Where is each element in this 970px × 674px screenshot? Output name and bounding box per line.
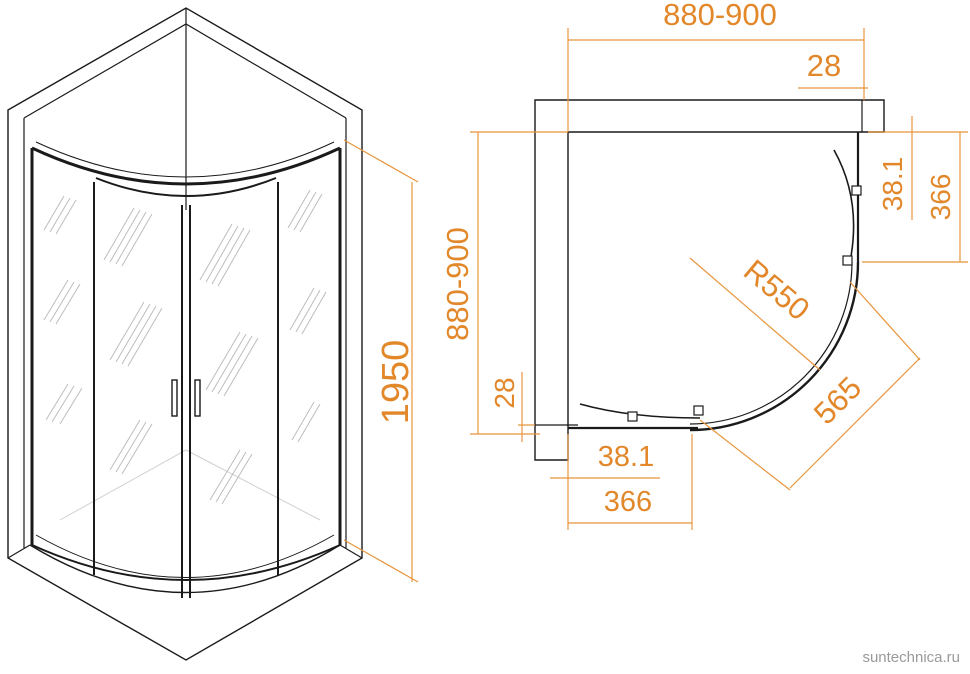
cabin-3d-view: 1950 [7,7,419,661]
bottom-small-label: 38.1 [598,441,654,473]
diag-dim-line [789,357,921,489]
top-width-label: 880-900 [663,0,777,32]
watermark: suntechnica.ru [862,649,960,666]
tray-front-curve [29,544,341,594]
right-door-handle [194,379,201,417]
top-guide [95,177,277,197]
inner-wall-top [23,23,347,119]
roller-top-right [851,185,862,196]
cabin-plan-view: 880-900 28 880-900 28 38.1 366 38.1 366 … [440,0,968,530]
roller-bottom-mid [693,405,704,416]
right-small-label: 38.1 [877,157,908,212]
radius-dim-line [689,257,821,371]
right-door-arc [833,149,855,263]
height-ext-bottom [343,539,419,583]
right-door-label: 366 [925,174,956,221]
top-rail [31,146,341,186]
diag-ext-bottom [699,419,791,491]
glass-reflections [43,189,327,505]
height-label: 1950 [375,340,417,425]
roller-bottom-left [627,411,638,422]
diagonal-label: 565 [807,370,868,431]
bottom-rail [31,544,341,581]
side-profile-label: 28 [489,377,520,408]
height-ext-top [343,139,419,183]
diag-ext-top [849,281,921,361]
top-rail-inner [35,141,335,178]
tray-left-edge [7,544,31,559]
left-door-handle [171,379,178,417]
side-width-label: 880-900 [440,227,475,341]
front-arc [689,261,860,432]
floor-line [59,449,321,521]
bottom-door-arc [579,403,701,419]
tray-right-edge [339,544,363,559]
roller-mid-right [842,255,853,266]
front-arc-inner [689,261,853,425]
bottom-door-label: 366 [604,486,652,518]
tray-inner-curve [35,534,335,578]
top-profile-label: 28 [807,48,841,83]
radius-label: R550 [737,253,816,327]
